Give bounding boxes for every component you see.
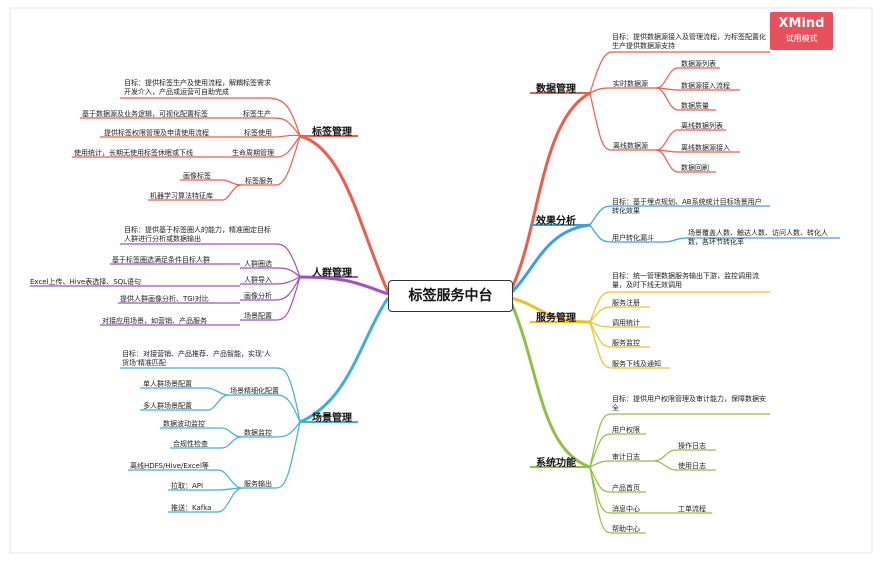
data-source-access-flow[interactable]: 数据源接入流程 [681, 82, 730, 90]
crowd-goal[interactable]: 目标：提供基于标签圈人的能力，精准圈定目标人群进行分析或数据输出 [124, 226, 271, 243]
service-offline-notify[interactable]: 服务下线及通知 [612, 360, 661, 368]
data-offline-list[interactable]: 离线数据列表 [681, 122, 723, 130]
data-offline-source[interactable]: 离线数据源 [613, 142, 648, 150]
badge-mode: 试用模式 [785, 34, 818, 43]
system-operation-log[interactable]: 操作日志 [678, 442, 706, 450]
service-register[interactable]: 服务注册 [612, 299, 640, 307]
scene-data-monitor[interactable]: 数据监控 [244, 429, 272, 437]
xmind-trial-badge: XMind 试用模式 [770, 12, 833, 50]
system-audit-log[interactable]: 审计日志 [612, 453, 640, 461]
tag-production-leaf[interactable]: 基于数据源及业务逻辑，可视化配置标签 [82, 110, 208, 118]
data-source-list[interactable]: 数据源列表 [681, 60, 716, 68]
service-monitor[interactable]: 服务监控 [612, 339, 640, 347]
tag-service-leaf-portrait[interactable]: 画像标签 [183, 172, 211, 180]
branch-effect-analysis[interactable]: 效果分析 [536, 216, 576, 227]
branch-service-management[interactable]: 服务管理 [536, 313, 576, 324]
data-realtime-source[interactable]: 实时数据源 [613, 80, 648, 88]
branch-scene-management[interactable]: 场景管理 [312, 413, 352, 424]
effect-goal[interactable]: 目标：基于埋点规划、AB系统统计目标场景用户转化效果 [612, 198, 762, 215]
tag-usage[interactable]: 标签使用 [244, 129, 272, 137]
badge-brand: XMind [778, 16, 825, 31]
tag-service-leaf-ml[interactable]: 机器学习算法特征库 [150, 192, 213, 200]
link-system [509, 301, 591, 469]
system-product-home[interactable]: 产品首页 [612, 484, 640, 492]
branch-data-management[interactable]: 数据管理 [536, 84, 576, 95]
data-goal[interactable]: 目标：提供数据源接入及管理流程，为标签配置化生产提供数据源支持 [612, 33, 766, 50]
scene-multi-crowd[interactable]: 多人群场景配置 [143, 402, 192, 410]
scene-offline-output[interactable]: 离线HDFS/Hive/Excel等 [130, 462, 209, 470]
link-data [509, 91, 591, 291]
branch-tag-management[interactable]: 标签管理 [312, 127, 352, 138]
link-scene [299, 297, 390, 424]
system-ticket-flow[interactable]: 工单流程 [678, 505, 706, 513]
link-effect [509, 223, 591, 295]
branch-crowd-management[interactable]: 人群管理 [312, 268, 352, 279]
tag-service[interactable]: 标签服务 [245, 177, 273, 185]
effect-funnel-leaf[interactable]: 场景覆盖人数、触达人数、访问人数、转化人数，各环节转化率 [688, 229, 828, 246]
crowd-filter[interactable]: 人群圈选 [244, 260, 272, 268]
tag-usage-leaf[interactable]: 提供标签权限管理及申请使用流程 [104, 129, 209, 137]
scene-service-output[interactable]: 服务输出 [244, 480, 272, 488]
crowd-import[interactable]: 人群导入 [244, 276, 272, 284]
tag-lifecycle-leaf[interactable]: 使用统计，长期无使用标签休眠或下线 [74, 149, 193, 157]
scene-goal[interactable]: 目标：对接营销、产品推荐、产品智能，实现'人货场'精准匹配 [122, 350, 271, 367]
crowd-scene-config[interactable]: 场景配置 [244, 312, 272, 320]
central-topic[interactable]: 标签服务中台 [388, 280, 513, 312]
link-tag [299, 134, 390, 293]
effect-conversion-funnel[interactable]: 用户转化漏斗 [612, 234, 654, 242]
scene-single-crowd[interactable]: 单人群场景配置 [143, 380, 192, 388]
system-help-center[interactable]: 帮助中心 [612, 525, 640, 533]
crowd-scene-config-leaf[interactable]: 对接应用场景，如营销、产品服务 [102, 317, 207, 325]
crowd-filter-leaf[interactable]: 基于标签圈选满足条件目标人群 [112, 256, 210, 264]
crowd-import-leaf[interactable]: Excel上传、Hive表选择、SQL语句 [30, 278, 142, 286]
scene-fine-config[interactable]: 场景精细化配置 [230, 387, 279, 395]
branch-system-functions[interactable]: 系统功能 [536, 458, 576, 469]
system-message-center[interactable]: 消息中心 [612, 505, 640, 513]
crowd-portrait[interactable]: 画像分析 [244, 292, 272, 300]
tag-production[interactable]: 标签生产 [243, 110, 271, 118]
data-offline-access[interactable]: 离线数据源接入 [681, 144, 730, 152]
scene-fluctuation-monitor[interactable]: 数据波动监控 [163, 420, 205, 428]
system-goal[interactable]: 目标：提供用户权限管理及审计能力，保障数据安全 [612, 395, 766, 412]
system-usage-log[interactable]: 使用日志 [678, 462, 706, 470]
data-backfill[interactable]: 数据回刷 [681, 164, 709, 172]
tag-lifecycle[interactable]: 生命周期管理 [232, 149, 274, 157]
service-call-stats[interactable]: 调用统计 [612, 319, 640, 327]
crowd-portrait-leaf[interactable]: 提供人群画像分析、TGI对比 [120, 295, 209, 303]
scene-compliance-check[interactable]: 合规性检查 [173, 440, 208, 448]
system-user-permission[interactable]: 用户权限 [612, 426, 640, 434]
service-goal[interactable]: 目标：统一管理数据服务输出下游，监控调用流量，及时下线无效调用 [612, 272, 759, 289]
data-quality[interactable]: 数据质量 [681, 102, 709, 110]
scene-pull-api[interactable]: 拉取：API [171, 482, 204, 490]
scene-push-kafka[interactable]: 推送：Kafka [171, 504, 212, 512]
tag-goal[interactable]: 目标：提供标签生产及使用流程，解耦标签需求开发介入，产品或运营可自助完成 [124, 79, 271, 96]
